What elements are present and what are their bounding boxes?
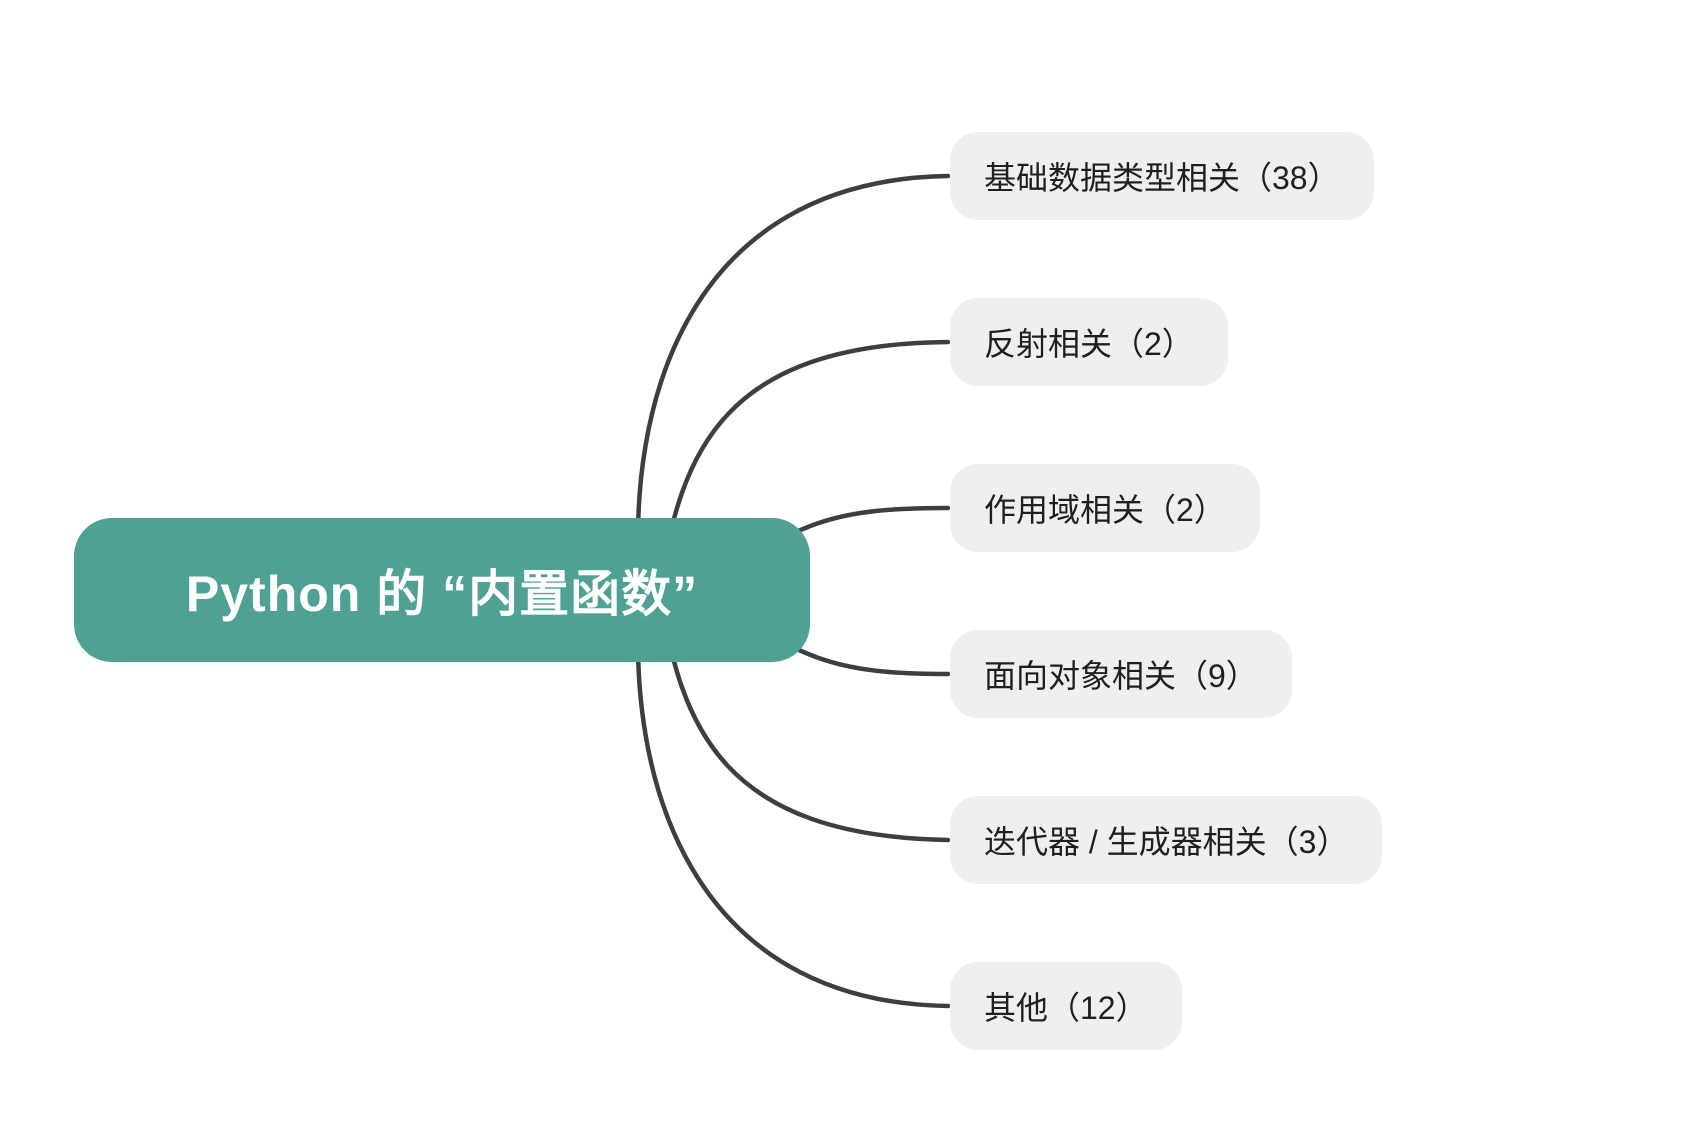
connector-root-to-other — [635, 587, 951, 1009]
connector-root-to-basic-types — [635, 173, 951, 593]
node-label: 反射相关（2） — [984, 326, 1194, 362]
node-iterator-generator[interactable]: 迭代器 / 生成器相关（3） — [950, 796, 1383, 884]
node-other[interactable]: 其他（12） — [950, 962, 1182, 1050]
node-label: 其他（12） — [984, 990, 1148, 1026]
node-oop[interactable]: 面向对象相关（9） — [950, 630, 1292, 718]
node-label: 迭代器 / 生成器相关（3） — [984, 824, 1349, 860]
node-reflection[interactable]: 反射相关（2） — [950, 298, 1228, 386]
node-basic-data-types[interactable]: 基础数据类型相关（38） — [950, 132, 1374, 220]
root-node-label: Python 的 “内置函数” — [185, 566, 699, 622]
root-node[interactable]: Python 的 “内置函数” — [74, 518, 810, 662]
node-scope[interactable]: 作用域相关（2） — [950, 464, 1260, 552]
node-label: 面向对象相关（9） — [984, 658, 1258, 694]
node-label: 作用域相关（2） — [984, 492, 1226, 528]
node-label: 基础数据类型相关（38） — [984, 160, 1340, 196]
